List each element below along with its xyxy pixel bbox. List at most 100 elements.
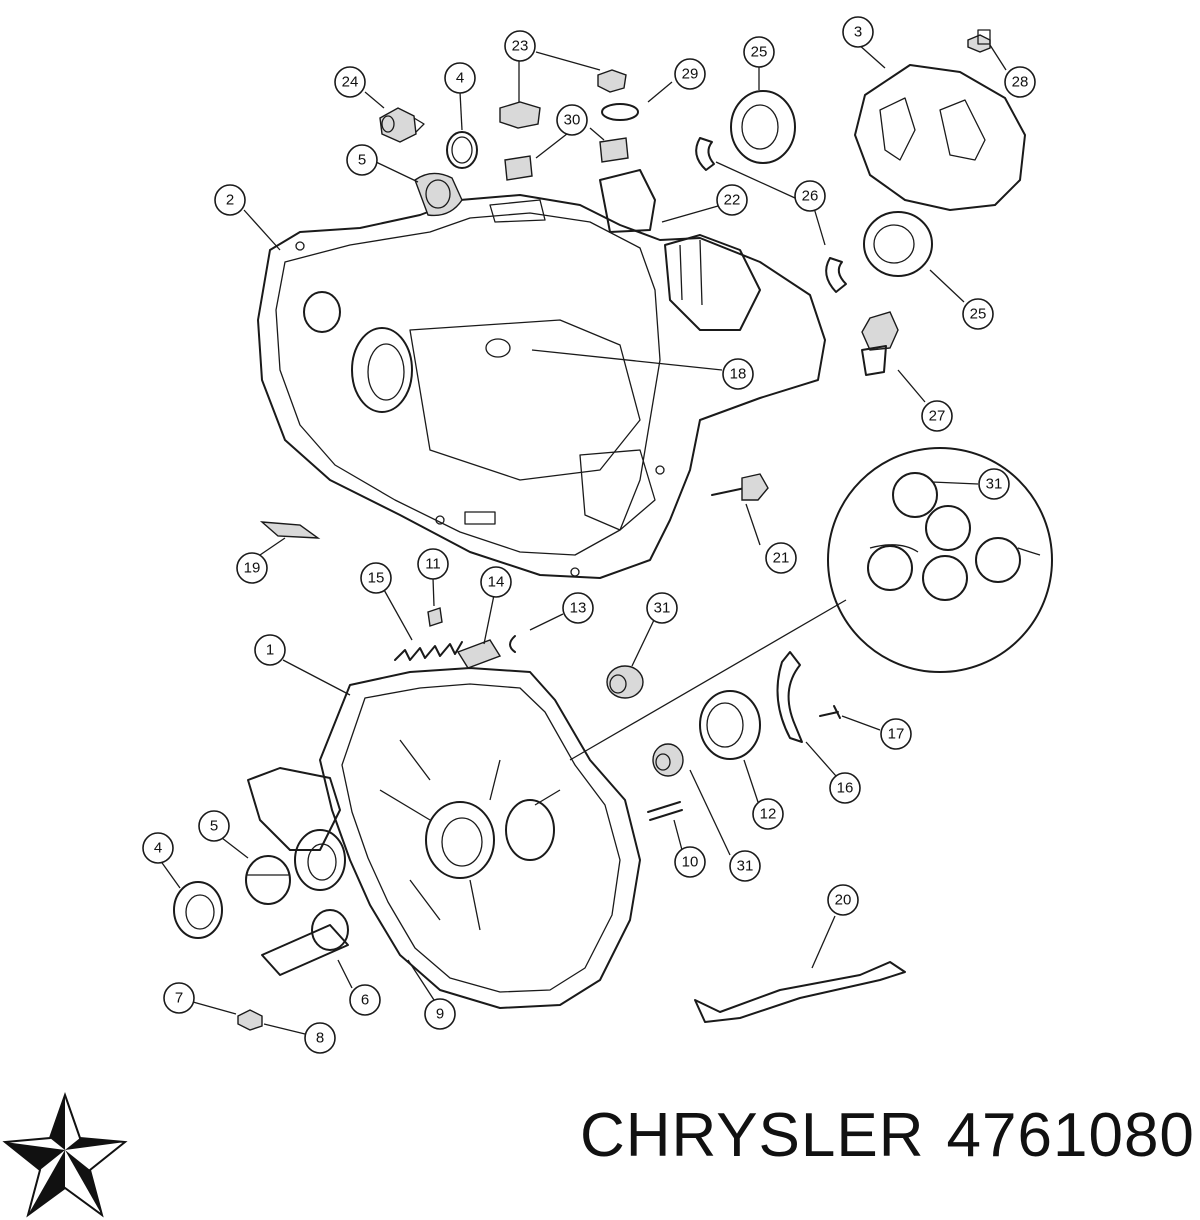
bushing-part (245, 855, 291, 905)
bracket-part (776, 651, 803, 743)
bushing-part (504, 137, 629, 181)
svg-text:28: 28 (1012, 74, 1029, 91)
clutch-housing (247, 667, 641, 1009)
callout-22: 22 (716, 184, 748, 216)
bolt-part (237, 1009, 263, 1031)
callout-17: 17 (880, 718, 912, 750)
svg-text:1: 1 (266, 642, 274, 659)
callout-10: 10 (674, 846, 706, 878)
screw-part (819, 705, 841, 719)
callout-4-upper: 4 (444, 62, 476, 94)
callout-31-lower: 31 (729, 850, 761, 882)
snap-ring-part (601, 103, 639, 121)
svg-text:6: 6 (361, 992, 369, 1009)
seal-part (414, 172, 463, 217)
svg-text:5: 5 (358, 152, 366, 169)
callout-24: 24 (334, 66, 366, 98)
callout-25-upper: 25 (743, 36, 775, 68)
gasket-detail-inset (827, 447, 1053, 673)
svg-text:30: 30 (564, 112, 581, 129)
dowel-pin-part (647, 801, 683, 821)
svg-text:31: 31 (654, 600, 671, 617)
svg-text:10: 10 (682, 854, 699, 871)
callout-1: 1 (254, 634, 286, 666)
plug-part (379, 107, 425, 143)
svg-text:7: 7 (175, 990, 183, 1007)
svg-text:12: 12 (760, 806, 777, 823)
svg-text:15: 15 (368, 570, 385, 587)
svg-text:18: 18 (730, 366, 747, 383)
svg-text:2: 2 (226, 192, 234, 209)
cap-part (427, 607, 443, 627)
svg-text:22: 22 (724, 192, 741, 209)
wiring-harness-part (694, 961, 906, 1023)
callout-14: 14 (480, 566, 512, 598)
callout-2: 2 (214, 184, 246, 216)
svg-text:17: 17 (888, 726, 905, 743)
svg-text:3: 3 (854, 24, 862, 41)
callout-26: 26 (794, 180, 826, 212)
svg-text:23: 23 (512, 38, 529, 55)
svg-text:14: 14 (488, 574, 505, 591)
callout-12: 12 (752, 798, 784, 830)
svg-text:20: 20 (835, 892, 852, 909)
pentastar-icon (2, 1091, 128, 1218)
svg-text:31: 31 (986, 476, 1003, 493)
callout-23: 23 (504, 30, 536, 62)
svg-text:16: 16 (837, 780, 854, 797)
callout-9: 9 (424, 998, 456, 1030)
callout-28: 28 (1004, 66, 1036, 98)
svg-text:11: 11 (425, 556, 441, 573)
seal-part (652, 743, 684, 777)
bolt-part (967, 29, 991, 53)
bolt-part (711, 473, 769, 501)
svg-text:9: 9 (436, 1006, 444, 1023)
o-ring-part (446, 131, 478, 169)
callout-labels: 1 2 3 4 4 5 5 6 7 8 9 10 11 12 13 14 15 … (142, 16, 1036, 1054)
callout-19: 19 (236, 552, 268, 584)
part-number: 4761080 (946, 1101, 1195, 1170)
ring-part (509, 635, 516, 653)
svg-text:27: 27 (929, 408, 946, 425)
svg-text:4: 4 (154, 840, 162, 857)
callout-3: 3 (842, 16, 874, 48)
callout-31-mid: 31 (646, 592, 678, 624)
callout-21: 21 (765, 542, 797, 574)
switch-sensor-part (861, 311, 899, 376)
svg-text:13: 13 (570, 600, 587, 617)
callout-31-inset: 31 (978, 468, 1010, 500)
svg-text:4: 4 (456, 70, 464, 87)
shim-plate-part (259, 521, 321, 539)
callout-20: 20 (827, 884, 859, 916)
svg-text:29: 29 (682, 66, 699, 83)
brand-name: CHRYSLER (580, 1101, 925, 1170)
callout-5-lower: 5 (198, 810, 230, 842)
cover-plate-part (854, 64, 1026, 211)
callout-16: 16 (829, 772, 861, 804)
svg-text:26: 26 (802, 188, 819, 205)
callout-18: 18 (722, 358, 754, 390)
callout-11: 11 (417, 548, 449, 580)
svg-text:8: 8 (316, 1030, 324, 1047)
bearing-part (730, 90, 796, 164)
callout-8: 8 (304, 1022, 336, 1054)
bearing-part (699, 690, 761, 760)
transmission-case-housing (257, 169, 826, 579)
callout-30: 30 (556, 104, 588, 136)
callout-27: 27 (921, 400, 953, 432)
callout-7: 7 (163, 982, 195, 1014)
shaft-part (261, 909, 349, 976)
brand-part-number: CHRYSLER 4761080 (580, 1100, 1200, 1171)
oil-seal-part (173, 881, 223, 939)
callout-6: 6 (349, 984, 381, 1016)
svg-text:31: 31 (737, 858, 754, 875)
callout-13: 13 (562, 592, 594, 624)
svg-text:21: 21 (773, 550, 790, 567)
footer (0, 1070, 1200, 1218)
sleeve-part (456, 639, 502, 669)
svg-text:25: 25 (970, 306, 987, 323)
svg-text:24: 24 (342, 74, 359, 91)
exploded-parts-diagram: 1 2 3 4 4 5 5 6 7 8 9 10 11 12 13 14 15 … (142, 16, 1053, 1054)
callout-5-upper: 5 (346, 144, 378, 176)
spring-part (394, 641, 463, 661)
